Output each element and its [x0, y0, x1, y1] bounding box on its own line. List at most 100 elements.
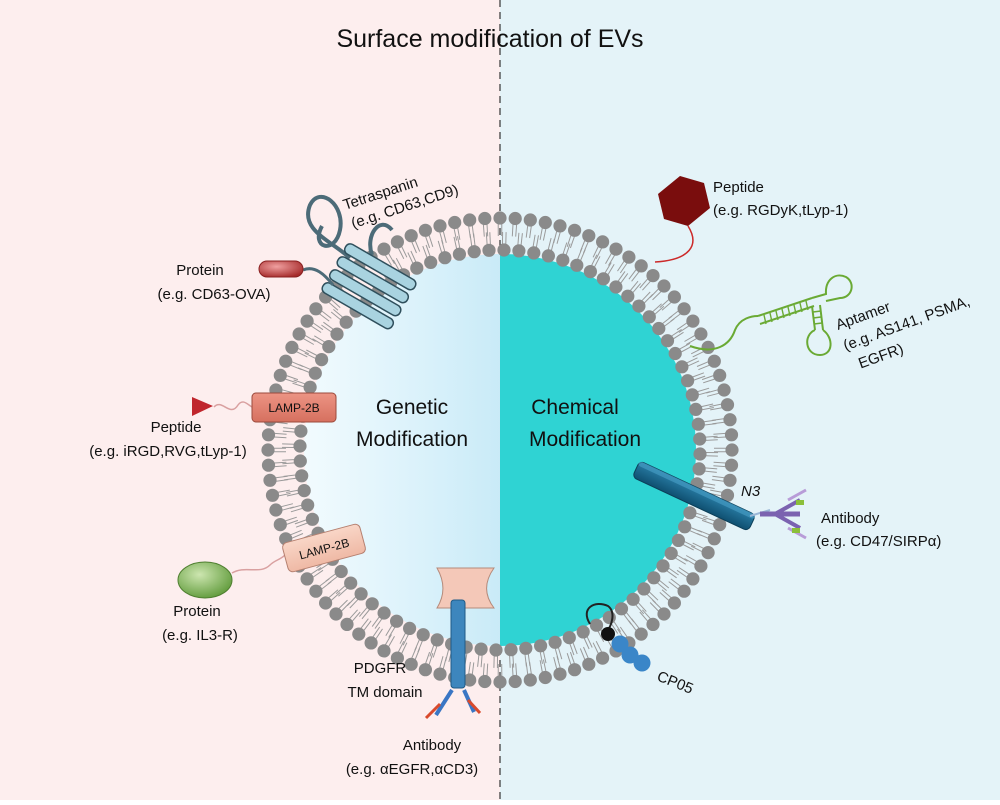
lipid-head [621, 290, 634, 303]
lipid-head [539, 216, 552, 229]
peptide-right-label-line1: Peptide [713, 179, 764, 196]
peptide-right-label-line2: (e.g. RGDyK,tLyp-1) [713, 202, 848, 219]
lipid-head [330, 328, 343, 341]
chemical-modification-line1: Chemical [531, 396, 619, 419]
lipid-tail [512, 664, 513, 676]
lipid-head [694, 559, 707, 572]
lipid-head [453, 248, 466, 261]
genetic-modification-line2: Modification [356, 428, 468, 451]
lipid-head [378, 606, 391, 619]
lipid-head [692, 418, 705, 431]
lipid-head [725, 459, 738, 472]
lipid-head [497, 243, 510, 256]
lipid-head [352, 628, 365, 641]
lipid-head [681, 374, 694, 387]
lipid-head [390, 615, 403, 628]
genetic-modification-line1: Genetic [376, 396, 448, 419]
lipid-tail [487, 224, 488, 236]
lipid-head [261, 443, 274, 456]
lipid-tail [510, 656, 511, 668]
lipid-head [652, 322, 665, 335]
lipid-head [431, 633, 444, 646]
lipid-head [661, 334, 674, 347]
lipid-head [632, 300, 645, 313]
lipid-head [721, 398, 734, 411]
protein-ova-label-line2: (e.g. CD63-OVA) [157, 286, 270, 303]
antibody-left-label-line2: (e.g. αEGFR,αCD3) [346, 761, 478, 778]
lipid-head [410, 262, 423, 275]
lipid-head [433, 668, 446, 681]
lipid-head [563, 631, 576, 644]
lipid-head [433, 219, 446, 232]
lipid-head [509, 675, 522, 688]
lipid-head [329, 607, 342, 620]
lipid-head [424, 256, 437, 269]
lipid-head [309, 585, 322, 598]
lipid-head [377, 243, 390, 256]
lipid-head [478, 675, 491, 688]
lipid-head [577, 625, 590, 638]
lipid-head [524, 213, 537, 226]
lipid-head [405, 229, 418, 242]
lipid-head [689, 403, 702, 416]
lipid-head [678, 520, 691, 533]
lipid-head [493, 211, 506, 224]
lipid-head [301, 499, 314, 512]
lipid-head [493, 675, 506, 688]
lipid-head [512, 244, 525, 257]
lipid-head [438, 251, 451, 264]
lipid-head [534, 639, 547, 652]
diagram-title: Surface modification of EVs [336, 25, 643, 53]
lipid-head [590, 619, 603, 632]
lipid-head [665, 547, 678, 560]
lipid-head [417, 628, 430, 641]
lipid-head [301, 572, 314, 585]
lipid-head [668, 596, 681, 609]
lipid-head [553, 668, 566, 681]
lipid-head [322, 340, 335, 353]
lipid-tail [274, 462, 286, 463]
lipid-head [542, 249, 555, 262]
lipid-head [419, 224, 432, 237]
lipid-head [468, 245, 481, 258]
lipid-head [686, 388, 699, 401]
lipid-head [568, 663, 581, 676]
lipid-head [657, 607, 670, 620]
lipid-head [279, 355, 292, 368]
lipid-head [723, 474, 736, 487]
lipid-head [274, 518, 287, 531]
lipid-head [266, 489, 279, 502]
lipid-head [301, 315, 314, 328]
lipid-head [672, 534, 685, 547]
lipid-head [344, 577, 357, 590]
lipid-head [646, 618, 659, 631]
lipid-tail [282, 460, 294, 461]
lipid-head [686, 315, 699, 328]
lipid-head [366, 597, 379, 610]
lipid-head [637, 582, 650, 595]
lipid-head [489, 643, 502, 656]
lipid-head [539, 671, 552, 684]
lipid-head [391, 235, 404, 248]
lipid-tail [714, 437, 726, 438]
lipid-head [262, 459, 275, 472]
lipid-head [405, 658, 418, 671]
lipid-head [708, 355, 721, 368]
lipid-head [584, 265, 597, 278]
lipid-head [570, 259, 583, 272]
lipid-head [675, 360, 688, 373]
lipid-head [708, 532, 721, 545]
lipid-head [657, 279, 670, 292]
lipid-head [725, 428, 738, 441]
lipid-head [723, 413, 736, 426]
lipid-head [683, 506, 696, 519]
lipid-head [615, 602, 628, 615]
lipid-head [274, 369, 287, 382]
lipid-head [262, 428, 275, 441]
lipid-head [269, 503, 282, 516]
lipid-head [549, 636, 562, 649]
lipid-head [419, 663, 432, 676]
lipid-head [355, 587, 368, 600]
lipid-head [702, 546, 715, 559]
